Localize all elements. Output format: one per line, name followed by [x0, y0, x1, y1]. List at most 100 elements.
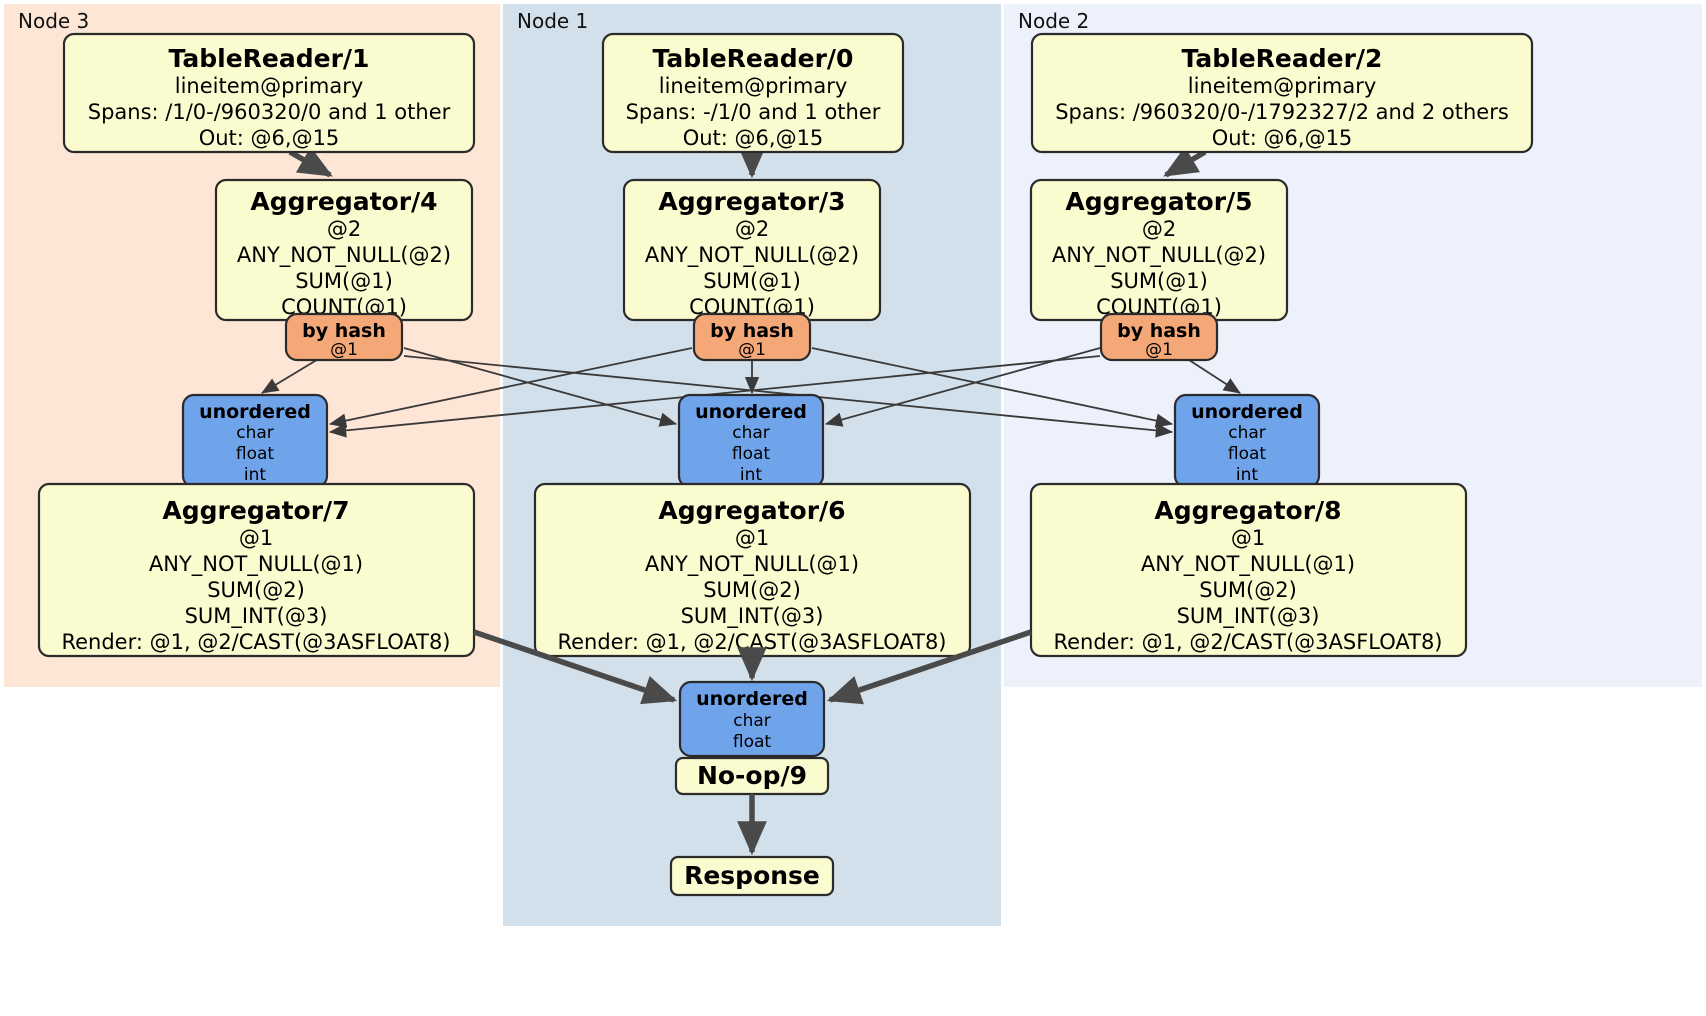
- unordered-synchronizer-8-type-1: float: [1228, 444, 1267, 464]
- response-title: Response: [684, 861, 820, 890]
- edge-aggregator7-unordered-final: [473, 629, 678, 705]
- table-reader-1-line-2: Out: @6,@15: [199, 126, 340, 150]
- by-hash-router-4-box[interactable]: [284, 312, 404, 362]
- aggregator-6-line-0: @1: [735, 526, 769, 550]
- panel-node2-label: Node 2: [1018, 9, 1089, 33]
- unordered-synchronizer-7-title: unordered: [199, 401, 311, 423]
- aggregator-6-node[interactable]: Aggregator/6 @1 ANY_NOT_NULL(@1) SUM(@2)…: [533, 482, 972, 658]
- aggregator-7-node[interactable]: Aggregator/7 @1 ANY_NOT_NULL(@1) SUM(@2)…: [37, 482, 476, 658]
- aggregator-6-title: Aggregator/6: [658, 496, 845, 525]
- aggregator-4-title: Aggregator/4: [250, 187, 437, 216]
- table-reader-2-node[interactable]: TableReader/2 lineitem@primary Spans: /9…: [1030, 32, 1534, 154]
- by-hash-router-3-title: by hash: [710, 320, 794, 342]
- table-reader-2-line-2: Out: @6,@15: [1212, 126, 1353, 150]
- unordered-synchronizer-6-title: unordered: [695, 401, 807, 423]
- aggregator-8-line-2: SUM(@2): [1199, 578, 1297, 602]
- aggregator-8-line-4: Render: @1, @2/CAST(@3ASFLOAT8): [1053, 630, 1442, 654]
- table-reader-0-box[interactable]: [601, 32, 905, 154]
- table-reader-1-node[interactable]: TableReader/1 lineitem@primary Spans: /1…: [62, 32, 476, 154]
- table-reader-0-node[interactable]: TableReader/0 lineitem@primary Spans: -/…: [601, 32, 905, 154]
- table-reader-0-title: TableReader/0: [653, 44, 854, 73]
- aggregator-6-line-4: Render: @1, @2/CAST(@3ASFLOAT8): [557, 630, 946, 654]
- edge-hash5-unordered6: [824, 347, 1101, 427]
- aggregator-7-line-3: SUM_INT(@3): [185, 604, 328, 629]
- aggregator-3-node[interactable]: Aggregator/3 @2 ANY_NOT_NULL(@2) SUM(@1)…: [622, 178, 882, 322]
- by-hash-router-5-title: by hash: [1117, 320, 1201, 342]
- table-reader-2-box[interactable]: [1030, 32, 1534, 154]
- aggregator-6-line-3: SUM_INT(@3): [681, 604, 824, 629]
- unordered-synchronizer-final-type-0: char: [733, 711, 771, 731]
- aggregator-4-node[interactable]: Aggregator/4 @2 ANY_NOT_NULL(@2) SUM(@1)…: [214, 178, 474, 322]
- unordered-synchronizer-7[interactable]: unordered char float int: [181, 393, 329, 489]
- aggregator-7-box[interactable]: [37, 482, 476, 658]
- unordered-synchronizer-8[interactable]: unordered char float int: [1173, 393, 1321, 489]
- unordered-synchronizer-7-type-0: char: [236, 423, 274, 443]
- aggregator-7-line-2: SUM(@2): [207, 578, 305, 602]
- unordered-synchronizer-final-type-1: float: [733, 732, 772, 752]
- aggregator-5-line-2: SUM(@1): [1110, 269, 1208, 293]
- unordered-synchronizer-final-title: unordered: [696, 688, 808, 710]
- by-hash-router-4-title: by hash: [302, 320, 386, 342]
- aggregator-3-title: Aggregator/3: [658, 187, 845, 216]
- by-hash-router-4-detail: @1: [330, 340, 358, 360]
- aggregator-5-title: Aggregator/5: [1065, 187, 1252, 216]
- edge-aggregator8-unordered-final: [826, 629, 1032, 705]
- by-hash-router-5[interactable]: by hash @1: [1099, 312, 1219, 362]
- table-reader-2-line-1: Spans: /960320/0-/1792327/2 and 2 others: [1055, 100, 1509, 124]
- table-reader-0-line-2: Out: @6,@15: [683, 126, 824, 150]
- edge-tablereader1-aggregator4: [288, 146, 333, 178]
- aggregator-4-line-0: @2: [327, 217, 361, 241]
- aggregator-4-line-1: ANY_NOT_NULL(@2): [237, 243, 451, 268]
- unordered-synchronizer-final[interactable]: unordered char float: [678, 680, 826, 758]
- aggregator-6-line-2: SUM(@2): [703, 578, 801, 602]
- edge-hash3-unordered7: [328, 347, 693, 428]
- unordered-synchronizer-7-type-1: float: [236, 444, 275, 464]
- aggregator-7-title: Aggregator/7: [162, 496, 349, 525]
- response-box[interactable]: [669, 855, 835, 897]
- aggregator-8-node[interactable]: Aggregator/8 @1 ANY_NOT_NULL(@1) SUM(@2)…: [1029, 482, 1468, 658]
- unordered-synchronizer-6-type-1: float: [732, 444, 771, 464]
- aggregator-8-line-3: SUM_INT(@3): [1177, 604, 1320, 629]
- unordered-synchronizer-8-type-0: char: [1228, 423, 1266, 443]
- aggregator-3-line-0: @2: [735, 217, 769, 241]
- table-reader-0-line-0: lineitem@primary: [659, 74, 848, 98]
- unordered-synchronizer-8-type-2: int: [1236, 465, 1258, 485]
- aggregator-7-line-4: Render: @1, @2/CAST(@3ASFLOAT8): [61, 630, 450, 654]
- by-hash-router-5-detail: @1: [1145, 340, 1173, 360]
- unordered-synchronizer-6[interactable]: unordered char float int: [677, 393, 825, 489]
- aggregator-5-node[interactable]: Aggregator/5 @2 ANY_NOT_NULL(@2) SUM(@1)…: [1029, 178, 1289, 322]
- unordered-synchronizer-final-box[interactable]: [678, 680, 826, 758]
- response-node[interactable]: Response: [669, 855, 835, 897]
- by-hash-router-4[interactable]: by hash @1: [284, 312, 404, 362]
- aggregator-8-line-0: @1: [1231, 526, 1265, 550]
- aggregator-7-line-0: @1: [239, 526, 273, 550]
- by-hash-router-3-box[interactable]: [692, 312, 812, 362]
- table-reader-0-line-1: Spans: -/1/0 and 1 other: [626, 100, 881, 124]
- aggregator-8-title: Aggregator/8: [1154, 496, 1341, 525]
- panel-node3-label: Node 3: [18, 9, 89, 33]
- reader-to-aggregator-edges: [288, 144, 1207, 179]
- table-reader-2-line-0: lineitem@primary: [1188, 74, 1377, 98]
- aggregator-to-final-edges: [473, 629, 1032, 705]
- aggregator-5-line-1: ANY_NOT_NULL(@2): [1052, 243, 1266, 268]
- unordered-synchronizer-7-type-2: int: [244, 465, 266, 485]
- aggregator-5-line-0: @2: [1142, 217, 1176, 241]
- aggregator-7-line-1: ANY_NOT_NULL(@1): [149, 552, 363, 577]
- aggregator-4-line-2: SUM(@1): [295, 269, 393, 293]
- table-reader-1-line-1: Spans: /1/0-/960320/0 and 1 other: [88, 100, 451, 124]
- aggregator-6-line-1: ANY_NOT_NULL(@1): [645, 552, 859, 577]
- aggregator-8-box[interactable]: [1029, 482, 1468, 658]
- no-op-9-node[interactable]: No-op/9: [674, 756, 830, 796]
- aggregator-3-line-1: ANY_NOT_NULL(@2): [645, 243, 859, 268]
- unordered-synchronizer-6-type-2: int: [740, 465, 762, 485]
- edge-hash4-unordered7: [261, 357, 321, 394]
- table-reader-1-line-0: lineitem@primary: [175, 74, 364, 98]
- by-hash-router-3-detail: @1: [738, 340, 766, 360]
- by-hash-router-5-box[interactable]: [1099, 312, 1219, 362]
- by-hash-router-3[interactable]: by hash @1: [692, 312, 812, 362]
- no-op-9-title: No-op/9: [697, 761, 807, 790]
- panel-node1-label: Node 1: [517, 9, 588, 33]
- table-reader-1-box[interactable]: [62, 32, 476, 154]
- unordered-synchronizer-8-title: unordered: [1191, 401, 1303, 423]
